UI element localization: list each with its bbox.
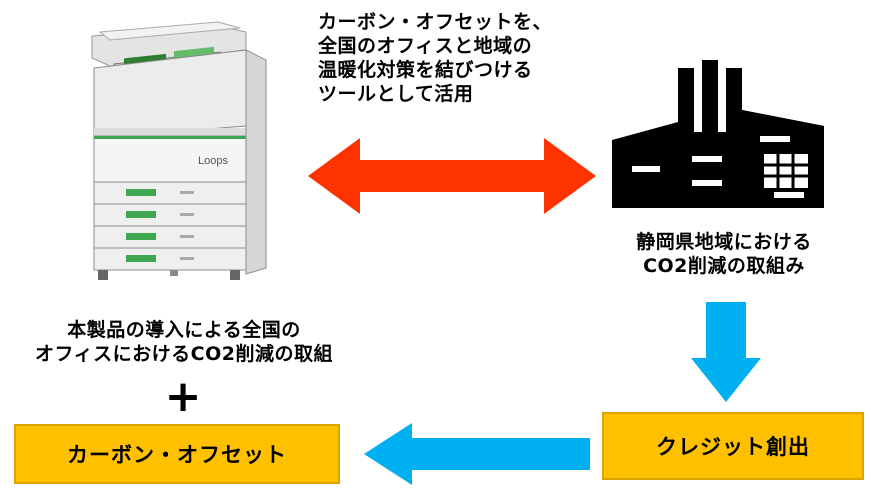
right-caption-line: 静岡県地域における [636, 231, 812, 253]
left-caption-line: 本製品の導入による全国の [67, 319, 301, 341]
left-arrow [364, 423, 590, 485]
down-arrow [691, 302, 761, 402]
right-caption-line: CO2削減の取組み [643, 255, 805, 277]
copier-brand-label: Loops [198, 155, 228, 167]
double-arrow [308, 138, 596, 214]
carbon-offset-box: カーボン・オフセット [14, 424, 340, 484]
factory-icon [612, 60, 824, 208]
copier-illustration: Loops [91, 21, 267, 280]
top-caption: カーボン・オフセットを、 全国のオフィスと地域の 温暖化対策を結びつける ツール… [318, 10, 552, 106]
left-caption: 本製品の導入による全国の オフィスにおけるCO2削減の取組 [18, 318, 350, 366]
top-caption-line: カーボン・オフセットを、 [318, 11, 553, 33]
plus-sign: + [164, 371, 202, 422]
top-caption-line: ツールとして活用 [318, 83, 474, 105]
top-caption-line: 全国のオフィスと地域の [318, 35, 533, 57]
right-caption: 静岡県地域における CO2削減の取組み [614, 230, 834, 278]
credit-creation-label: クレジット創出 [656, 435, 810, 459]
carbon-offset-label: カーボン・オフセット [67, 443, 287, 467]
top-caption-line: 温暖化対策を結びつける [318, 59, 533, 81]
credit-creation-box: クレジット創出 [602, 412, 864, 480]
left-caption-line: オフィスにおけるCO2削減の取組 [35, 343, 333, 365]
